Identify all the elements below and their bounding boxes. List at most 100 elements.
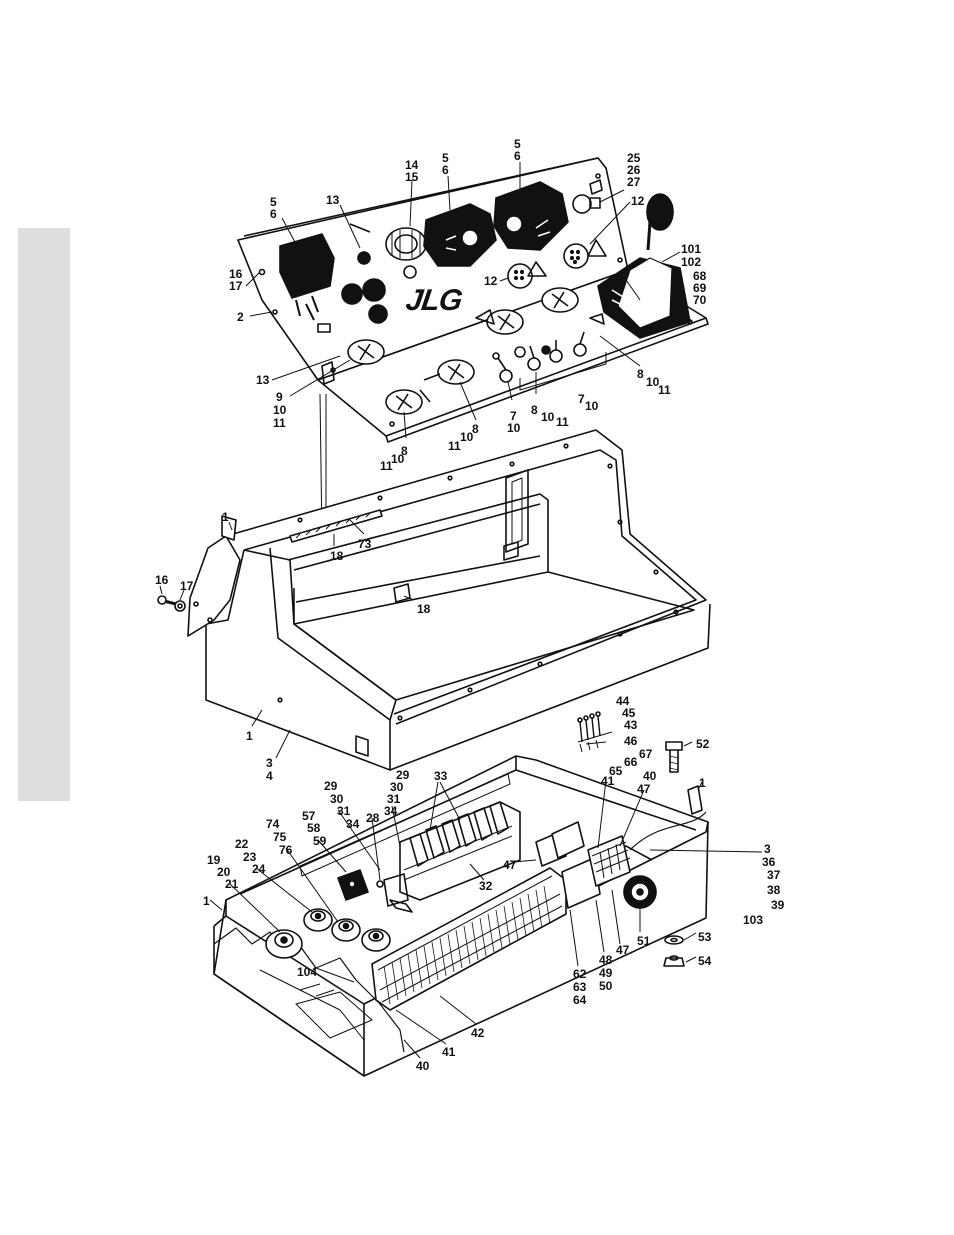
callout-label: 8 xyxy=(637,367,644,381)
callout-label: 76 xyxy=(279,843,293,857)
left-joystick-block xyxy=(279,233,335,333)
callout-label: 66 xyxy=(624,755,638,769)
callout-label: 53 xyxy=(698,930,712,944)
callout-label: 10 xyxy=(541,410,555,424)
callout-label: 64 xyxy=(573,993,587,1007)
grill-12-right xyxy=(563,239,607,269)
callout-label: 13 xyxy=(326,193,340,207)
callout-label: 1 xyxy=(699,776,706,790)
callout-label: 47 xyxy=(616,943,630,957)
callout-label: 30 xyxy=(390,780,404,794)
callout-label: 19 xyxy=(207,853,221,867)
key-switch-25 xyxy=(572,179,603,214)
callout-label: 10 xyxy=(391,452,405,466)
callout-label: 13 xyxy=(256,373,270,387)
callout-label: 11 xyxy=(556,415,569,429)
center-joystick-a xyxy=(423,203,497,267)
callout-label: 33 xyxy=(434,769,448,783)
callout-label: 8 xyxy=(531,403,538,417)
nut-54 xyxy=(663,955,685,967)
callout-label: 41 xyxy=(442,1045,456,1059)
jlg-logo: JLG xyxy=(403,284,464,317)
callout-label: 59 xyxy=(313,834,327,848)
callout-label: 10 xyxy=(585,399,599,413)
callout-label: 22 xyxy=(235,837,249,851)
callout-label: 46 xyxy=(624,734,638,748)
callout-label: 75 xyxy=(273,830,287,844)
callout-label: 3 xyxy=(764,842,771,856)
callout-label: 5 xyxy=(514,137,521,151)
callout-label: 18 xyxy=(417,602,431,616)
callout-label: 18 xyxy=(330,549,344,563)
rotary-knob-76 xyxy=(361,928,391,952)
callout-label: 49 xyxy=(599,966,613,980)
relay-bank xyxy=(383,801,521,913)
callout-label: 54 xyxy=(698,954,712,968)
terminal-strip xyxy=(371,867,567,1011)
callout-label: 40 xyxy=(643,769,657,783)
callout-label: 43 xyxy=(624,718,638,732)
leader-lines-mid xyxy=(159,519,415,759)
callout-label: 45 xyxy=(622,706,636,720)
callout-label: 31 xyxy=(337,804,351,818)
callout-label: 15 xyxy=(405,170,419,184)
callout-label: 34 xyxy=(384,804,398,818)
callout-label: 17 xyxy=(180,579,194,593)
fastener-16-17 xyxy=(157,595,186,612)
console-housing xyxy=(187,429,711,771)
callout-label: 37 xyxy=(767,868,781,882)
washer-53 xyxy=(664,935,684,945)
callout-label: 68 xyxy=(693,269,707,283)
drive-joystick-101 xyxy=(597,193,691,339)
callout-label: 10 xyxy=(460,430,474,444)
callout-label: 12 xyxy=(484,274,498,288)
callout-label: 50 xyxy=(599,979,613,993)
callout-label: 36 xyxy=(762,855,776,869)
callout-label: 39 xyxy=(771,898,785,912)
leader-lines-top xyxy=(245,162,681,541)
callout-label: 11 xyxy=(448,439,461,453)
callout-label: 23 xyxy=(243,850,257,864)
callout-label: 29 xyxy=(396,768,410,782)
callout-label: 74 xyxy=(266,817,280,831)
callout-label: 38 xyxy=(767,883,781,897)
callout-label: 29 xyxy=(324,779,338,793)
center-joystick-b xyxy=(493,181,569,251)
rotary-knob-51 xyxy=(623,875,657,909)
callout-label: 14 xyxy=(405,158,419,172)
callout-label: 24 xyxy=(252,862,266,876)
callout-label: 70 xyxy=(693,293,707,307)
callout-label: 8 xyxy=(401,444,408,458)
callout-label: 7 xyxy=(510,409,517,423)
callout-label: 69 xyxy=(693,281,707,295)
callout-label: 10 xyxy=(507,421,521,435)
callout-label: 62 xyxy=(573,967,587,981)
callout-label: 6 xyxy=(270,207,277,221)
callout-label: 4 xyxy=(266,769,273,783)
callout-label: 51 xyxy=(637,934,651,948)
right-relay-group xyxy=(535,821,631,909)
leader-lines-bottom xyxy=(209,741,763,1059)
callout-label: 28 xyxy=(366,811,380,825)
bolt-52 xyxy=(665,741,683,773)
callout-label: 17 xyxy=(229,279,243,293)
rotary-knob-19 xyxy=(265,929,303,959)
callout-label: 1 xyxy=(222,510,229,524)
callout-label: 12 xyxy=(631,194,645,208)
callout-label: 5 xyxy=(270,195,277,209)
side-thumb-tab xyxy=(18,228,70,801)
callout-label: 1 xyxy=(246,729,253,743)
callout-label: 41 xyxy=(601,774,615,788)
callout-label: 6 xyxy=(514,149,521,163)
callout-label: 7 xyxy=(578,392,585,406)
callout-label: 6 xyxy=(442,163,449,177)
rotary-knob-74 xyxy=(331,918,361,942)
callout-label: 11 xyxy=(273,416,286,430)
callout-label: 16 xyxy=(229,267,243,281)
callout-label: 40 xyxy=(416,1059,430,1073)
callout-label: 42 xyxy=(471,1026,485,1040)
callout-label: 58 xyxy=(307,821,321,835)
grill-12-center xyxy=(507,261,547,289)
callout-label: 48 xyxy=(599,953,613,967)
diode-pack-43 xyxy=(577,711,613,753)
